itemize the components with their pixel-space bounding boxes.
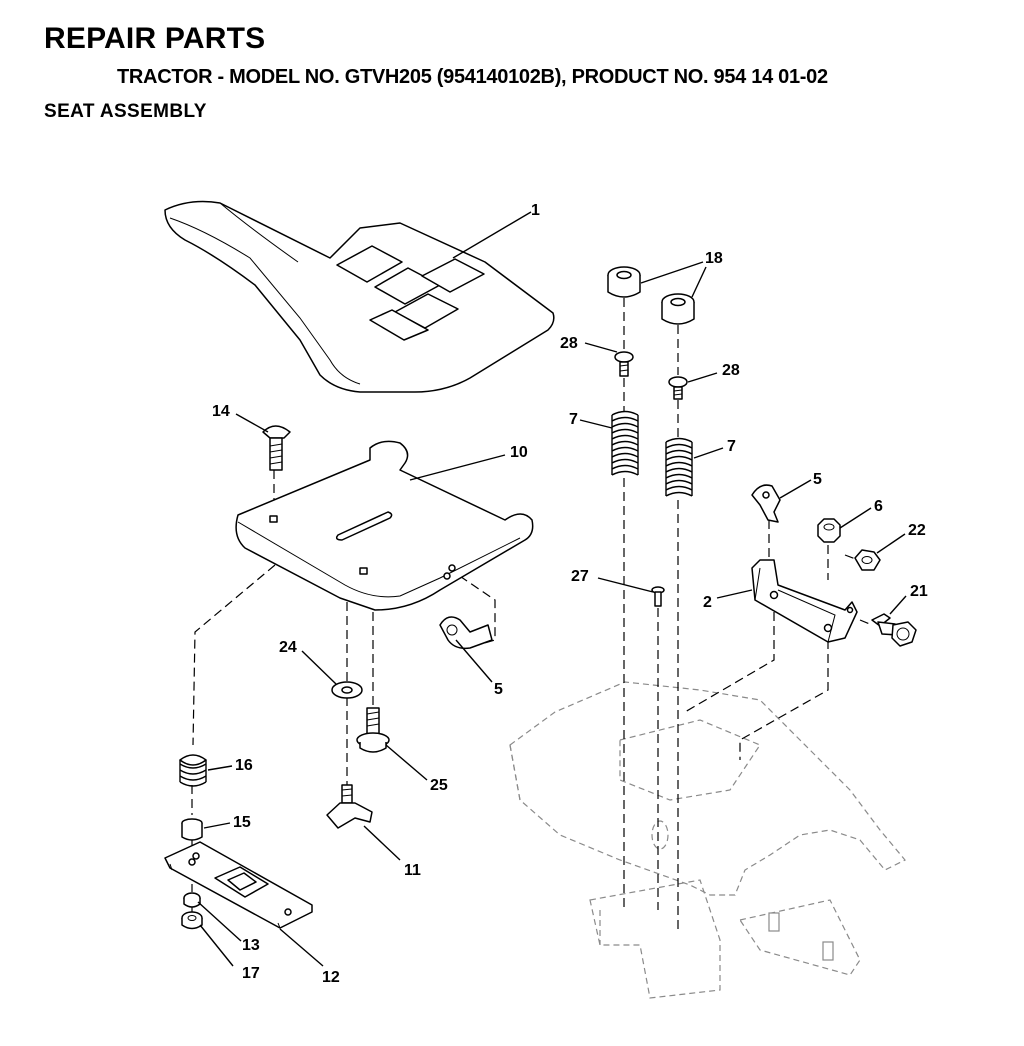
carriage-bolt [262, 425, 291, 471]
callout-25: 25 [430, 777, 448, 794]
shoulder-bolt [356, 707, 390, 753]
lock-washer-left [614, 351, 634, 377]
assembly-lines [191, 298, 873, 930]
callout-7-right: 7 [727, 438, 736, 455]
callout-28-right: 28 [722, 362, 740, 379]
seat-spring-right [665, 437, 693, 497]
leader-lines [197, 211, 907, 967]
callout-18: 18 [705, 250, 723, 267]
callout-22: 22 [908, 522, 926, 539]
lock-washer-right [668, 376, 688, 400]
hex-bolt [871, 613, 917, 647]
callout-24: 24 [279, 639, 297, 656]
seat-pan [235, 440, 534, 611]
screw [651, 586, 665, 607]
callout-21: 21 [910, 583, 928, 600]
seat-cushion [164, 200, 555, 393]
seat-bracket [751, 559, 858, 643]
hex-nut [817, 518, 841, 543]
callout-5-right: 5 [813, 471, 822, 488]
callout-7-left: 7 [569, 411, 578, 428]
callout-11: 11 [404, 862, 421, 879]
bushing [181, 818, 203, 841]
callout-13: 13 [242, 937, 260, 954]
wing-knob [326, 784, 373, 829]
callout-27: 27 [571, 568, 589, 585]
seat-spring-left [611, 410, 639, 476]
hex-nut-small [183, 892, 201, 908]
callout-labels: 1 18 28 28 7 7 5 6 22 21 2 27 14 10 5 24… [212, 202, 928, 986]
compression-spring-small [179, 754, 207, 787]
flat-washer [331, 681, 363, 699]
fender-outline [509, 681, 906, 999]
callout-14: 14 [212, 403, 230, 420]
spacer-left [607, 266, 641, 298]
callout-5-left: 5 [494, 681, 503, 698]
seat-clip-right [751, 484, 781, 523]
flange-nut [854, 549, 881, 571]
section-title: SEAT ASSEMBLY [44, 101, 207, 122]
callout-6: 6 [874, 498, 883, 515]
callout-28-left: 28 [560, 335, 578, 352]
callout-16: 16 [235, 757, 253, 774]
callout-1: 1 [531, 202, 540, 219]
seat-slide-plate [164, 841, 313, 929]
callout-15: 15 [233, 814, 251, 831]
lock-nut [181, 911, 203, 930]
callout-17: 17 [242, 965, 260, 982]
spacer-right [661, 293, 695, 325]
frame-threaded-studs [768, 912, 834, 961]
model-subtitle: TRACTOR - MODEL NO. GTVH205 (954140102B)… [117, 66, 828, 88]
callout-12: 12 [322, 969, 340, 986]
callout-10: 10 [510, 444, 528, 461]
seat-clip-left [439, 616, 493, 650]
page-title: REPAIR PARTS [44, 22, 266, 55]
callout-2: 2 [703, 594, 712, 611]
